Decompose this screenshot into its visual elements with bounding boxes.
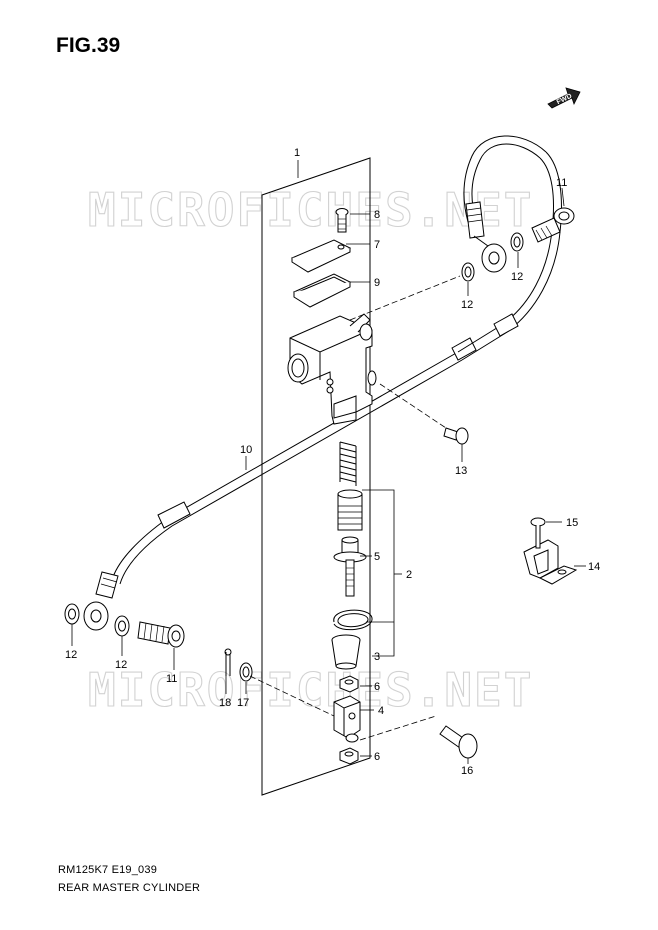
callout-16: 16 — [461, 765, 473, 777]
callout-7: 7 — [374, 239, 380, 251]
model-code: RM125K7 E19_039 — [58, 864, 158, 876]
callout-11-lower: 11 — [166, 673, 177, 685]
piston-assembly — [337, 489, 363, 531]
reservoir-cap — [290, 239, 352, 273]
dashed-axis-lines — [249, 275, 461, 741]
callout-12-lower-left: 12 — [65, 649, 77, 661]
brake-hose — [83, 135, 562, 631]
callout-13: 13 — [455, 465, 467, 477]
callout-12-lower-mid: 12 — [115, 659, 127, 671]
callout-9: 9 — [374, 277, 380, 289]
callout-12-upper-right: 12 — [511, 271, 523, 283]
callout-10: 10 — [240, 444, 252, 456]
callout-6-upper: 6 — [374, 681, 380, 693]
reservoir-diaphragm — [292, 273, 352, 308]
callout-3: 3 — [374, 651, 380, 663]
cap-screw — [335, 208, 349, 233]
push-rod — [333, 536, 367, 597]
callout-12-upper-mid: 12 — [461, 299, 473, 311]
clevis-pin — [439, 725, 478, 759]
washer-upper-mid — [461, 262, 475, 282]
callout-14: 14 — [588, 561, 600, 573]
washer-clevis — [239, 662, 253, 682]
rubber-boot — [331, 634, 361, 670]
callout-15: 15 — [566, 517, 578, 529]
callout-1: 1 — [294, 147, 300, 159]
assembly-frame — [261, 157, 371, 796]
callout-8: 8 — [374, 209, 380, 221]
diagram-name: REAR MASTER CYLINDER — [58, 882, 201, 894]
fwd-arrow-icon: FWD — [547, 87, 581, 109]
washer-upper-right — [510, 232, 524, 252]
cotter-pin — [224, 648, 232, 676]
lock-nut-lower — [339, 747, 359, 765]
callout-18: 18 — [219, 697, 231, 709]
union-bolt-lower — [137, 621, 185, 648]
washer-lower-mid — [114, 615, 130, 637]
circlip — [333, 609, 373, 631]
piston-spring — [339, 441, 357, 486]
callout-17: 17 — [237, 697, 249, 709]
callout-4: 4 — [378, 705, 384, 717]
washer-lower-left — [64, 603, 80, 625]
fwd-label: FWD — [556, 93, 573, 106]
hose-guide — [523, 539, 578, 585]
callout-6-lower: 6 — [374, 751, 380, 763]
clevis-joint — [333, 695, 361, 743]
watermark-top: MICROFICHES.NET — [88, 183, 533, 237]
union-bolt-upper — [531, 207, 575, 243]
mounting-bolt — [443, 427, 469, 445]
guide-screw — [530, 517, 546, 549]
watermark-bottom: MICROFICHES.NET — [88, 663, 533, 717]
leader-lines — [71, 160, 586, 764]
lock-nut-upper — [339, 675, 359, 693]
master-cylinder-body — [287, 313, 377, 425]
callout-5: 5 — [374, 551, 380, 563]
callout-2: 2 — [406, 569, 412, 581]
figure-title: FIG.39 — [56, 34, 121, 57]
callout-11-upper: 11 — [556, 177, 567, 189]
